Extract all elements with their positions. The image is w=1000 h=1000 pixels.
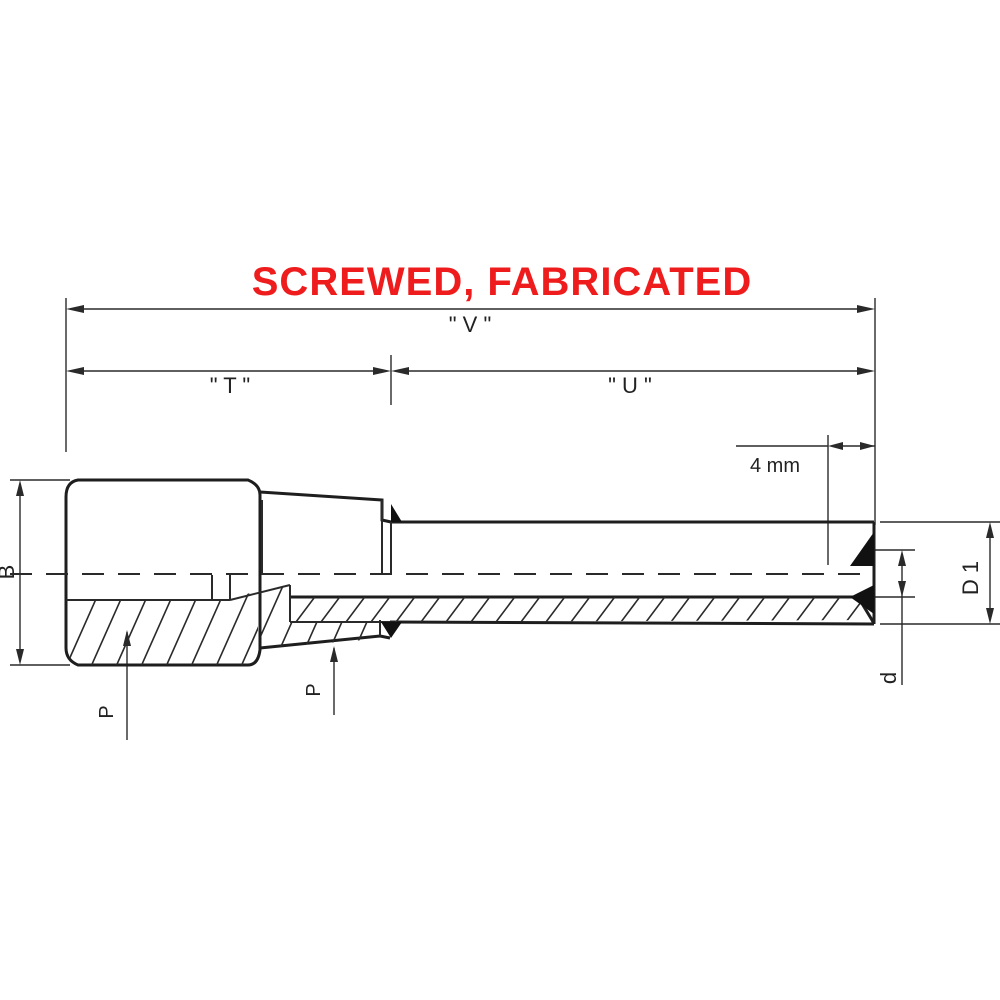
label-hex-size: B bbox=[0, 565, 19, 580]
dimension-overall: " V " bbox=[66, 305, 875, 337]
section-hatch-hex bbox=[70, 590, 258, 665]
label-u-length: " U " bbox=[608, 373, 652, 398]
dimension-tip-gap: 4 mm bbox=[736, 435, 875, 565]
label-tip-gap: 4 mm bbox=[750, 455, 800, 477]
leader-bore-right: P bbox=[303, 646, 338, 715]
weld-tip-bottom bbox=[850, 585, 874, 614]
hex-head bbox=[64, 478, 262, 667]
section-hatch-tube bbox=[290, 597, 871, 622]
weld-thread-bottom bbox=[381, 622, 402, 638]
weld-tip-top bbox=[850, 532, 874, 566]
label-t-length: " T " bbox=[210, 373, 251, 398]
label-outer-diameter: D 1 bbox=[958, 561, 983, 595]
dimension-outer-diameter: D 1 bbox=[880, 521, 1000, 625]
drawing-title: SCREWED, FABRICATED bbox=[252, 260, 752, 304]
label-overall-length: " V " bbox=[449, 312, 492, 337]
svg-text:P: P bbox=[96, 705, 118, 718]
svg-text:P: P bbox=[303, 683, 325, 696]
weld-thread-top bbox=[391, 504, 402, 522]
leader-bore-left: P bbox=[96, 630, 131, 740]
dimension-t: " T " bbox=[66, 367, 391, 398]
threaded-section bbox=[259, 490, 392, 650]
weld-marks bbox=[381, 504, 874, 638]
dimension-bore: d bbox=[870, 549, 915, 685]
dimension-u: " U " bbox=[391, 367, 875, 398]
label-bore: d bbox=[876, 672, 901, 684]
dimension-hex-size: B bbox=[0, 479, 70, 666]
